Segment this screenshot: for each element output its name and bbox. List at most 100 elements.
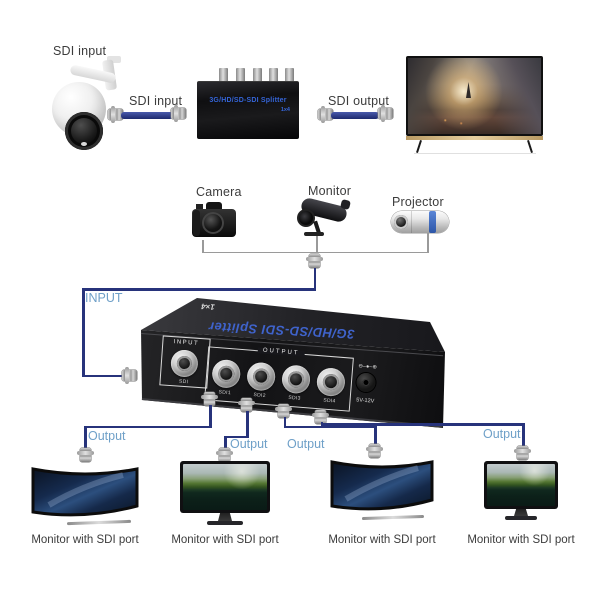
mini-splitter-device: 3G/HD/SD-SDI Splitter 1x4 [197,66,299,140]
ptz-camera-icon [44,56,122,152]
output-line-4 [320,423,525,426]
connector-line [202,251,429,253]
bullet-lens [297,209,315,227]
bullet-camera-icon [289,194,355,240]
bnc-stub-icon [219,68,228,83]
dslr-dial [196,204,203,209]
output-line-4 [522,423,525,446]
output-line-3 [283,425,377,428]
input-line [82,374,124,377]
bnc-stub-icon [285,68,294,83]
monitor-screen-landscape [183,464,267,510]
bullet-mount-base [304,232,324,236]
ptz-lens-glint [81,142,87,146]
output-line-3 [374,425,377,446]
output-line-3 [283,417,286,428]
bnc-plug-icon [366,444,383,458]
monitor-caption-4: Monitor with SDI port [467,534,575,546]
monitor-neck [514,509,528,516]
bullet-tail [340,199,351,210]
bnc-plug-icon [122,367,137,384]
device-input-section: INPUT SDI [159,335,211,389]
curved-monitor-icon-1 [31,461,139,531]
cable-wire [331,112,379,119]
bnc-plug-icon [171,105,186,122]
output-line-2 [224,435,227,449]
projector-blue-band [429,211,436,233]
output-bnc-port-4 [315,367,346,398]
output-line-2 [246,411,249,438]
input-line-label: INPUT [85,291,123,305]
input-line [313,268,316,290]
output-bnc-port-3 [280,364,312,395]
output-line-label-3: Output [287,437,325,451]
output-port-label-4: SDI4 [323,397,336,405]
connector-line [316,236,318,253]
monitor-label: Monitor [308,184,352,198]
output-cable-label: SDI output [328,94,390,108]
ptz-mount-cap [107,56,121,63]
mini-splitter-title: 3G/HD/SD-SDI Splitter [209,97,287,104]
sdi-output-cable [318,104,400,128]
curved-screen [31,467,139,517]
input-line [82,288,85,377]
input-section-label: INPUT [173,339,200,347]
tv-church-spire [466,82,471,98]
monitor-bezel [180,461,270,513]
bnc-stub-icon [236,68,245,83]
output-bnc-port-2 [246,361,277,392]
projector-seam [411,211,412,233]
tv-icon [406,56,546,156]
monitor-caption-3: Monitor with SDI port [328,534,436,546]
output-line-label-4: Output [483,427,521,441]
projector-label: Projector [392,195,444,209]
sdi-input-cable [108,104,198,128]
mini-splitter-body [197,81,299,139]
output-line-label-1: Output [88,429,126,443]
bnc-plug-icon [312,410,329,424]
dslr-lens [202,212,224,234]
output-line-1 [209,405,212,428]
projector-lens [394,215,408,229]
tv-shelf-line [414,153,536,154]
monitor-screen-landscape [487,464,555,506]
tv-screen-landscape [408,58,541,134]
input-line [82,288,316,291]
bnc-plug-icon [238,398,255,412]
input-cable-label: SDI input [129,94,183,108]
bnc-plug-icon [77,448,94,462]
sdi-splitter-device: 1×4 3G/HD/SD-SDI Splitter INPUT SDI OUTP… [138,294,448,436]
monitor-base [207,521,243,525]
monitor-caption-1: Monitor with SDI port [31,534,139,546]
cable-wire [121,112,173,119]
curved-monitor-icon-3 [330,453,434,527]
output-line-1 [84,425,212,428]
bnc-plug-icon [216,448,233,462]
tv-gold-trim [406,136,543,140]
tv-leg [527,140,533,153]
bnc-stub-icon [253,68,262,83]
output-line-label-2: Output [230,437,268,451]
projector-icon [391,209,449,235]
bnc-plug-icon [108,106,123,123]
output-port-label-3: SDI3 [288,394,301,402]
ptz-camera-label: SDI input [53,44,107,58]
flat-monitor-icon-4 [484,461,558,525]
monitor-neck [218,513,232,521]
mini-splitter-badge: 1x4 [280,107,290,113]
bnc-plug-icon [201,392,218,406]
dslr-grip [193,210,200,236]
input-port-label: SDI [178,378,189,386]
bnc-stub-icon [269,68,278,83]
device-output-section: OUTPUT SDI1 SDI2 SDI3 SDI4 [204,346,354,412]
dc-jack-hole [362,378,370,387]
output-line-2 [224,435,249,438]
power-label: 5V-12V [356,397,375,405]
curved-screen [330,460,434,511]
dc-polarity-icon: ⊖–●–⊕ [358,363,378,371]
input-bnc-port [169,349,199,378]
dslr-camera-icon [191,200,237,242]
dc-power-jack [355,372,377,393]
tv-leg [416,140,422,153]
device-power-section: ⊖–●–⊕ 5V-12V [346,363,386,417]
